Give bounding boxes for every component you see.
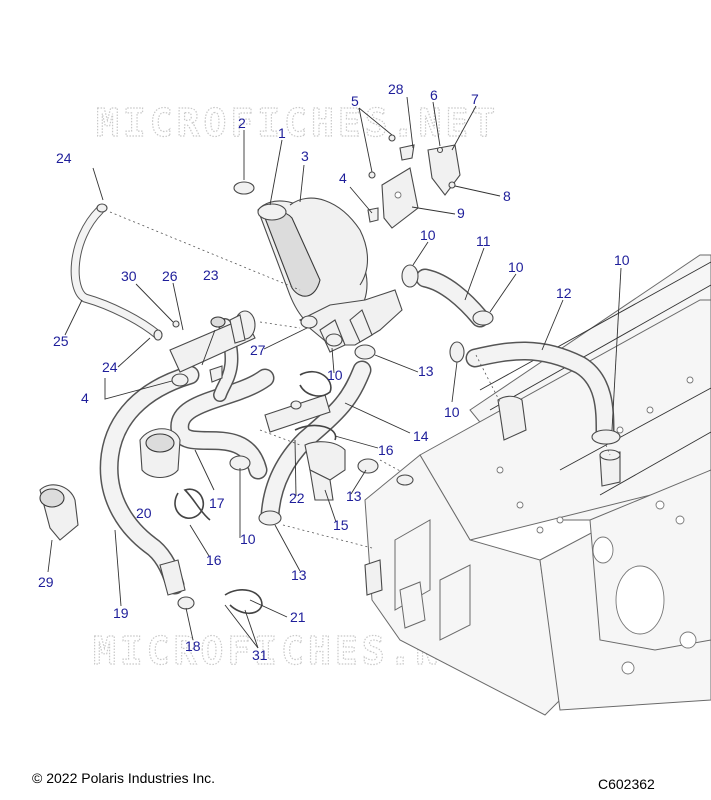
callout-10: 10 — [327, 367, 343, 383]
callout-10: 10 — [420, 227, 436, 243]
callout-22: 22 — [289, 490, 305, 506]
callout-13: 13 — [346, 488, 362, 504]
callout-8: 8 — [503, 188, 511, 204]
callout-11: 11 — [476, 233, 491, 249]
coolant-hoses — [70, 203, 615, 595]
callout-13: 13 — [418, 363, 434, 379]
fittings — [39, 428, 346, 596]
callout-28: 28 — [388, 81, 404, 97]
callout-24: 24 — [102, 359, 118, 375]
callout-10: 10 — [614, 252, 630, 268]
callout-17: 17 — [209, 495, 225, 511]
callout-4: 4 — [339, 170, 347, 186]
callout-6: 6 — [430, 87, 438, 103]
callout-12: 12 — [556, 285, 572, 301]
coolant-pipe-assembly — [169, 310, 331, 433]
callout-10: 10 — [240, 531, 256, 547]
callout-3: 3 — [301, 148, 309, 164]
engine-frame — [364, 254, 711, 716]
watermark-top: MICROFICHES.NET — [96, 101, 499, 145]
callout-31: 31 — [252, 647, 268, 663]
copyright-text: © 2022 Polaris Industries Inc. — [32, 770, 216, 786]
callout-16: 16 — [206, 552, 222, 568]
bracket-hardware — [172, 134, 461, 383]
callout-16: 16 — [378, 442, 394, 458]
callout-18: 18 — [185, 638, 201, 654]
callout-23: 23 — [203, 267, 219, 283]
callout-13: 13 — [291, 567, 307, 583]
callout-21: 21 — [290, 609, 306, 625]
callout-27: 27 — [250, 342, 266, 358]
callout-7: 7 — [471, 91, 479, 107]
callout-9: 9 — [457, 205, 465, 221]
callout-4: 4 — [81, 390, 89, 406]
callout-19: 19 — [113, 605, 129, 621]
callout-20: 20 — [136, 505, 152, 521]
callout-14: 14 — [413, 428, 429, 444]
callout-24: 24 — [56, 150, 72, 166]
diagram-code: C602362 — [598, 776, 655, 792]
leader-lines — [47, 96, 622, 649]
thermostat-housing — [257, 197, 403, 353]
callout-1: 1 — [278, 125, 286, 141]
callout-10: 10 — [508, 259, 524, 275]
hose-clamps — [174, 181, 621, 615]
callout-26: 26 — [162, 268, 178, 284]
callout-15: 15 — [333, 517, 349, 533]
callout-10: 10 — [444, 404, 460, 420]
callout-30: 30 — [121, 268, 137, 284]
callout-5: 5 — [351, 93, 359, 109]
callout-25: 25 — [53, 333, 69, 349]
callout-29: 29 — [38, 574, 54, 590]
routing-lines — [109, 211, 611, 549]
callout-numbers: 1 2 3 4 4 5 6 7 8 9 10 10 10 10 10 10 11… — [38, 81, 630, 663]
callout-2: 2 — [238, 115, 246, 131]
